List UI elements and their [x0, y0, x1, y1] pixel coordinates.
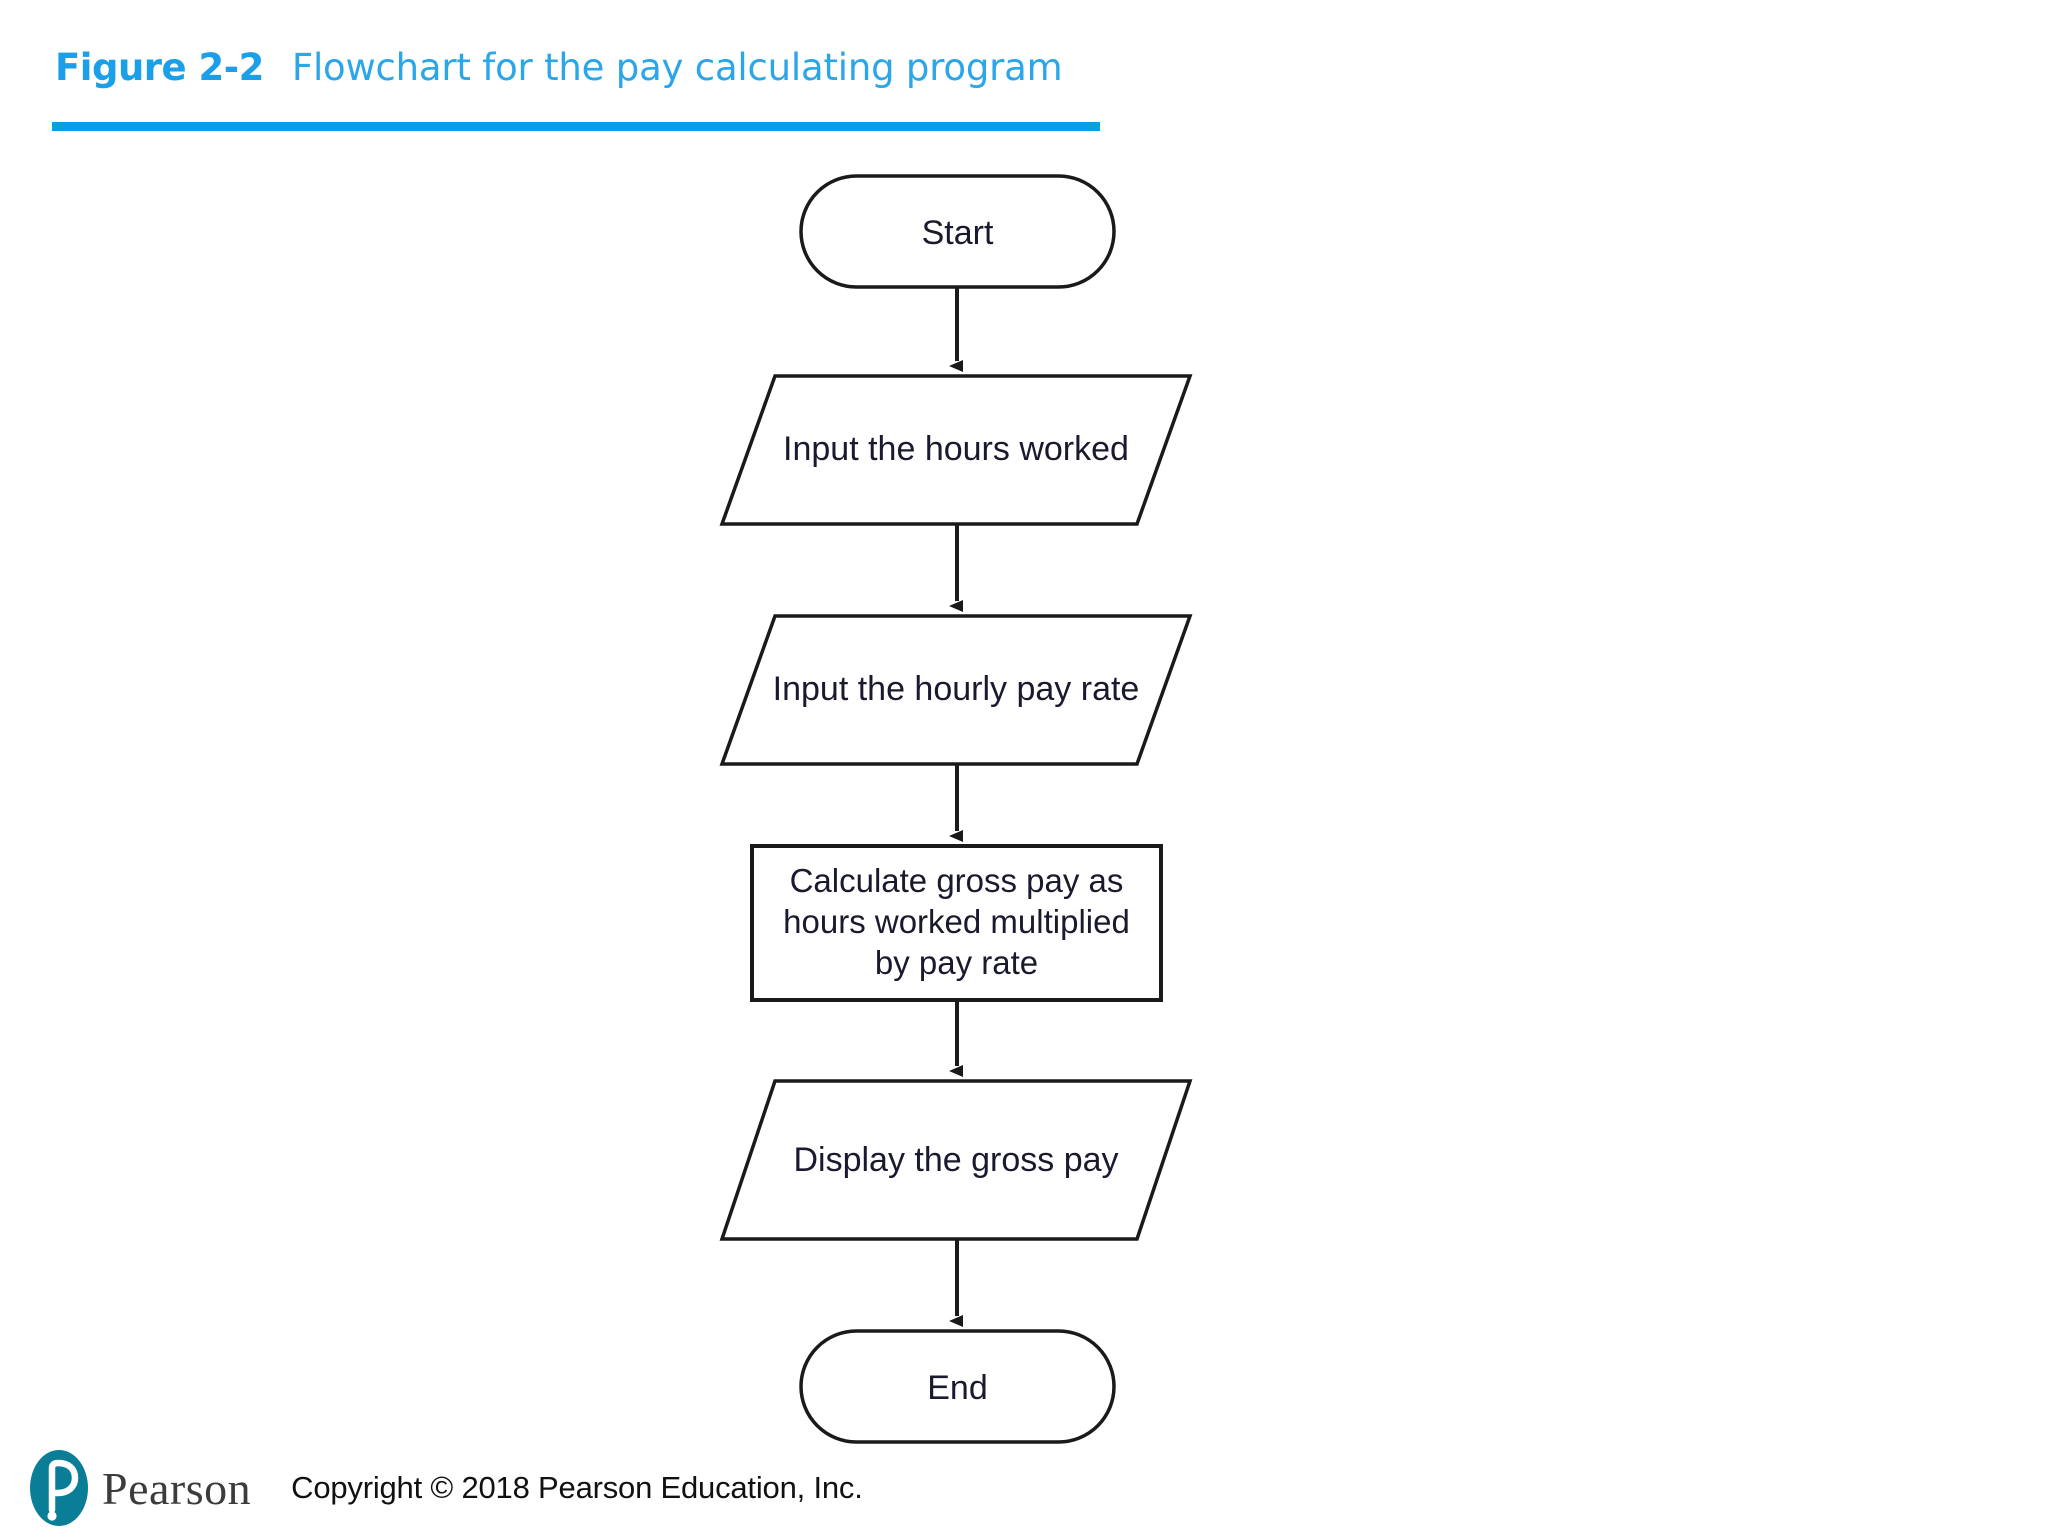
flowchart-node-calculate-gross-pay[interactable]: [750, 844, 1163, 1002]
flowchart-node-input-rate[interactable]: [719, 614, 1193, 766]
flowchart-node-end[interactable]: [799, 1329, 1116, 1444]
flowchart-node-input-hours[interactable]: [719, 374, 1193, 526]
flowchart-node-start[interactable]: [799, 174, 1116, 289]
pearson-logo: Pearson: [28, 1448, 251, 1528]
figure-title: Flowchart for the pay calculating progra…: [291, 46, 1063, 89]
pearson-p-icon: [30, 1450, 88, 1526]
pearson-wordmark: Pearson: [102, 1462, 252, 1514]
footer: Pearson Copyright © 2018 Pearson Educati…: [28, 1448, 863, 1528]
figure-caption: Figure 2-2 Flowchart for the pay calculat…: [55, 46, 1063, 89]
caption-underline-rule: [52, 122, 1100, 131]
figure-number: Figure 2-2: [55, 46, 264, 89]
copyright-notice: Copyright © 2018 Pearson Education, Inc.: [291, 1470, 863, 1505]
flowchart-node-display-gross-pay[interactable]: [719, 1079, 1193, 1241]
